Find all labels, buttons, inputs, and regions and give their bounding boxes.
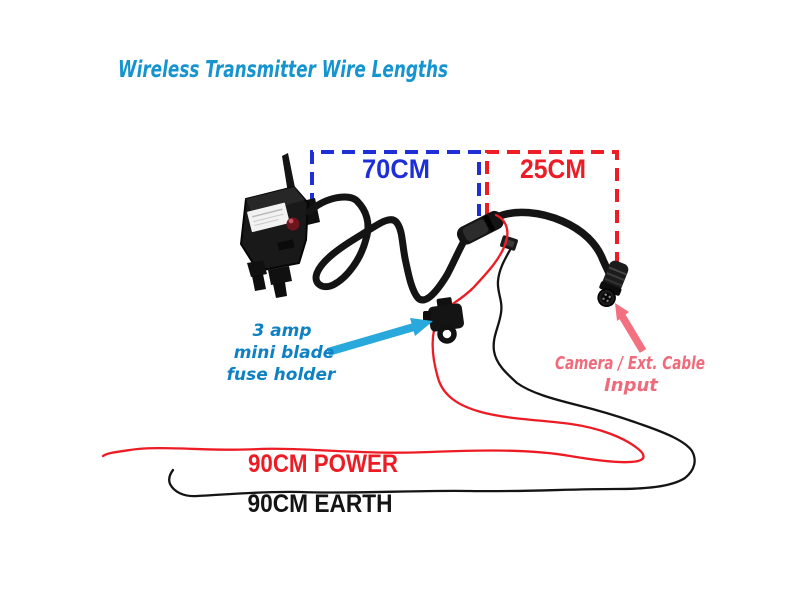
fuse-holder-ring [437, 324, 457, 344]
fuse-arrow [326, 318, 433, 356]
bracket-70cm-dashed-line [310, 150, 481, 216]
fuse-arrow-head [410, 318, 433, 336]
transmitter-cable [305, 193, 468, 304]
camera-callout: Camera / Ext. Cable Input [555, 353, 705, 396]
transmitter-led [286, 217, 300, 231]
power-wire-upper [445, 213, 509, 310]
mounting-foot [268, 266, 292, 285]
page-title: Wireless Transmitter Wire Lengths [118, 57, 448, 83]
fuse-callout-line2: mini blade [234, 343, 335, 363]
camera-arrow [615, 303, 647, 353]
wireless-transmitter [240, 153, 320, 298]
bracket-70cm-label: 70CM [362, 154, 430, 184]
bracket-25cm-dashed-line [485, 150, 619, 295]
mounting-foot [247, 260, 267, 277]
transmitter-label-sticker [247, 202, 290, 233]
earth-wire [168, 248, 696, 498]
transmitter-port [277, 239, 295, 251]
power-wire-label: 90CM POWER [248, 450, 398, 478]
fuse-callout-line3: fuse holder [227, 365, 337, 385]
fuse-callout-line1: 3 amp [252, 321, 311, 341]
mounting-foot [252, 274, 266, 291]
camera-callout-line1: Camera / Ext. Cable [555, 353, 705, 374]
camera-callout-line2: Input [604, 375, 659, 396]
inline-connector [456, 210, 504, 245]
mounting-foot [273, 282, 287, 298]
earth-wire-label: 90CM EARTH [248, 490, 393, 518]
camera-connector [597, 260, 629, 308]
fuse-callout: 3 amp mini blade fuse holder [227, 321, 337, 385]
camera-arrow-head [615, 303, 629, 321]
bracket-25cm-label: 25CM [520, 154, 586, 184]
power-wire [101, 328, 645, 464]
transmitter-top-face [246, 187, 305, 214]
fuse-holder [423, 297, 464, 344]
